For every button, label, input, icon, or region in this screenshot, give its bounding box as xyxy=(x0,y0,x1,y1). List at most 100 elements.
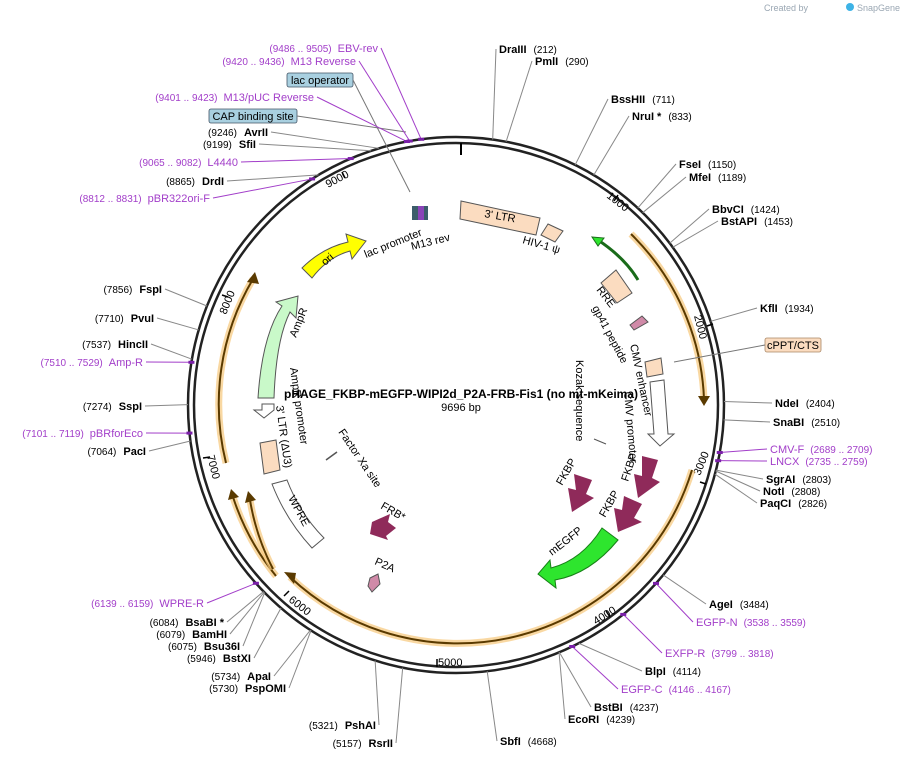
tick-label-4000: 4000 xyxy=(591,604,618,627)
primer-name: LNCX xyxy=(770,456,800,468)
site-position: (5946) xyxy=(187,654,216,665)
primer-name: pBR322ori-F xyxy=(148,193,211,205)
primer-mark xyxy=(347,157,354,161)
tick-1000 xyxy=(613,194,619,202)
tick-label-9000: 9000 xyxy=(324,169,351,191)
restriction-sites: DraIII(212)PmlI(290)BssHII(711)NruI *(83… xyxy=(82,44,840,750)
site-apai: ApaI (5734) xyxy=(211,629,311,683)
site-sbfi: SbfI (4668) xyxy=(486,671,557,748)
primer-mark xyxy=(715,459,722,463)
site-name: PvuI xyxy=(131,313,154,325)
site-position: (5157) xyxy=(333,739,362,750)
tick-8000 xyxy=(221,294,229,298)
feature-fkbp-2-icon xyxy=(568,474,594,512)
site-draiii: DraIII(212) xyxy=(492,44,557,140)
primer-position: (7101 .. 7119) xyxy=(22,429,84,440)
backbone-inner xyxy=(192,141,720,669)
lac-operator-leader xyxy=(352,79,411,193)
site-position: (1934) xyxy=(785,304,814,315)
site-position: (6075) xyxy=(168,642,197,653)
primer-position: (9420 .. 9436) xyxy=(222,57,284,68)
primer-position: (9486 .. 9505) xyxy=(269,44,331,55)
site-leader-line xyxy=(558,652,566,720)
primer-position: (3799 .. 3818) xyxy=(711,649,773,660)
site-name: FseI xyxy=(679,159,701,171)
primer-name: EBV-rev xyxy=(338,43,379,55)
primer-mark xyxy=(403,140,410,144)
site-leader-line xyxy=(662,574,707,605)
feature-green-arrow xyxy=(597,238,640,281)
site-kfli: KflI (1934) xyxy=(710,303,814,322)
site-name: MfeI xyxy=(689,172,711,184)
site-leader-line xyxy=(715,469,764,480)
site-name: PshAI xyxy=(345,720,376,732)
site-leader-line xyxy=(288,630,312,689)
orf-arcs xyxy=(215,231,710,647)
site-name: KflI xyxy=(760,303,778,315)
site-position: (8865) xyxy=(166,177,195,188)
site-leader-line xyxy=(144,404,189,407)
primer-lncx: LNCX(2735 .. 2759) xyxy=(715,456,868,468)
site-position: (212) xyxy=(534,45,557,56)
site-agei: AgeI(3484) xyxy=(662,574,769,611)
site-name: BstXI xyxy=(223,653,251,665)
primer-position: (7510 .. 7529) xyxy=(41,358,103,369)
credit-prefix: Created by xyxy=(764,3,809,13)
primer-sites: EBV-rev(9486 .. 9505)M13 Reverse(9420 ..… xyxy=(22,43,872,696)
site-hincii: HincII(7537) xyxy=(82,339,193,360)
primer-position: (2689 .. 2709) xyxy=(810,445,872,456)
feature-ampr-promoter-icon xyxy=(252,403,275,419)
primer-leader-line xyxy=(358,60,411,142)
site-ndei: NdeI (2404) xyxy=(723,398,835,410)
primer-name: EXFP-R xyxy=(665,648,705,660)
site-bbvci: BbvCI(1424) xyxy=(669,204,780,244)
orf-arc-1 xyxy=(630,233,705,400)
orf-arc-5 xyxy=(217,278,254,464)
site-name: NdeI xyxy=(775,398,799,410)
site-position: (4668) xyxy=(528,737,557,748)
cppt-label: cPPT/CTS xyxy=(767,340,819,352)
site-sgrai: SgrAI(2803) xyxy=(715,469,831,486)
site-position: (2808) xyxy=(791,487,820,498)
primer-name: EGFP-N xyxy=(696,617,738,629)
site-paci: PacI(7064) xyxy=(87,440,191,458)
primer-name: Amp-R xyxy=(109,357,143,369)
feature-green-arrow-head-icon xyxy=(591,236,605,247)
feature-label-3ltr: 3' LTR xyxy=(483,208,516,225)
site-leader-line xyxy=(253,607,282,659)
site-position: (1189) xyxy=(718,173,746,184)
feature-p2a-icon xyxy=(367,573,381,593)
site-name: SgrAI xyxy=(766,474,795,486)
site-leader-line xyxy=(593,115,630,176)
site-position: (7710) xyxy=(95,314,124,325)
primer-egfp-n: EGFP-N(3538 .. 3559) xyxy=(652,581,806,629)
site-pshai: PshAI(5321) xyxy=(309,660,380,732)
primer-mark xyxy=(309,177,316,181)
site-leader-line xyxy=(642,176,687,214)
primer-mark xyxy=(620,612,627,616)
site-name: FspI xyxy=(139,284,162,296)
site-position: (5730) xyxy=(209,684,238,695)
site-leader-line xyxy=(486,671,498,742)
site-name: BstAPI xyxy=(721,216,757,228)
site-name: Bsu36I xyxy=(204,641,240,653)
cap-site-leader xyxy=(296,115,407,133)
site-name: SbfI xyxy=(500,736,521,748)
feature-cmv-promoter-arrow xyxy=(646,379,676,447)
primer-mark xyxy=(252,581,259,585)
feature-frb-icon xyxy=(370,514,396,540)
site-position: (711) xyxy=(652,95,675,106)
site-position: (5734) xyxy=(211,672,240,683)
site-position: (4239) xyxy=(606,715,635,726)
site-leader-line xyxy=(578,642,643,672)
site-name: DrdI xyxy=(202,176,224,188)
tick-4000 xyxy=(605,610,611,618)
site-snabi: SnaBI(2510) xyxy=(723,417,840,429)
feature-hiv-psi xyxy=(540,223,564,243)
site-name: ApaI xyxy=(247,671,271,683)
tick-3000 xyxy=(699,481,707,485)
site-rsrii: RsrII(5157) xyxy=(333,667,404,750)
site-position: (2404) xyxy=(806,399,835,410)
primer-leader-line xyxy=(719,448,768,454)
feature-fkbp-1-icon xyxy=(634,456,660,498)
